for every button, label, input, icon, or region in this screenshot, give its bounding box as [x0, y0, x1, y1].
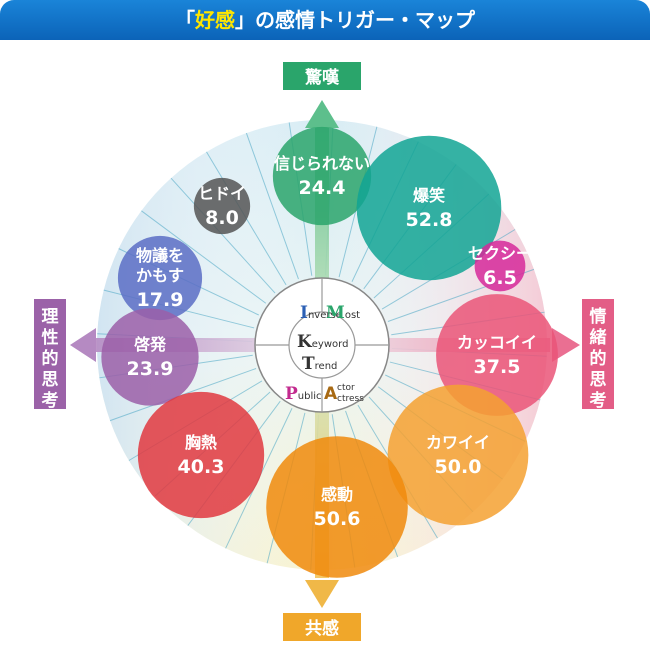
bubble-label: 胸熱	[185, 433, 217, 452]
bottom-axis-box	[283, 613, 361, 641]
logo-most: Most	[326, 303, 360, 323]
bubble-value: 50.6	[314, 508, 361, 530]
right-axis-label: 情緒的思考	[589, 306, 607, 411]
bubble	[387, 384, 529, 526]
bubble-value: 23.9	[127, 358, 174, 380]
bubble-value: 50.0	[435, 456, 482, 478]
logo-trend: Trend	[302, 354, 337, 374]
bubble-value: 37.5	[474, 356, 521, 378]
bubble-value: 6.5	[483, 267, 517, 289]
title-rest: 」の感情トリガー・マップ	[235, 8, 475, 32]
spoke-line	[141, 210, 267, 304]
chart-title: 「好感」の感情トリガー・マップ	[0, 0, 650, 40]
bubble-label: 啓発	[134, 335, 167, 354]
bubble-value: 17.9	[137, 289, 184, 311]
bubble-label: かもす	[136, 266, 184, 285]
bubble-label: カッコイイ	[457, 333, 537, 352]
bubble-label: 信じられない	[274, 154, 370, 173]
title-open: 「	[175, 8, 195, 32]
bubble	[101, 308, 199, 406]
up-arrowhead	[305, 100, 339, 128]
svg-text:理性的思考: 理性的思考	[41, 307, 59, 411]
logo-actress-rest: ctress	[337, 394, 364, 404]
bubble-value: 8.0	[205, 207, 239, 229]
bubble	[137, 391, 265, 519]
logo-public: Public	[285, 384, 322, 404]
bubble-value: 52.8	[406, 209, 453, 231]
svg-text:情緒的思考: 情緒的思考	[589, 306, 607, 411]
right-arrowhead	[552, 328, 580, 362]
top-axis-label: 驚嘆	[305, 67, 340, 88]
bubble-label: 感動	[321, 485, 353, 504]
top-axis-box	[283, 62, 361, 90]
bubble	[474, 240, 526, 292]
spoke-line	[170, 177, 276, 294]
bubble-value: 24.4	[299, 177, 346, 199]
bubble	[117, 235, 203, 321]
bottom-axis-label: 共感	[305, 618, 339, 639]
left-axis-label: 理性的思考	[41, 307, 59, 411]
spoke-line	[245, 132, 299, 280]
logo-keyword: Keyword	[297, 332, 348, 352]
bubble	[266, 436, 408, 578]
bubble	[193, 177, 251, 235]
bubble-label: ヒドイ	[198, 184, 246, 203]
bubble-label: セクシー	[468, 244, 532, 263]
logo-actor-initial: A	[324, 384, 338, 404]
center-logo: Inverse Most Keyword Trend Public A ctor…	[254, 277, 390, 413]
bubble	[272, 126, 372, 226]
left-arrowhead	[70, 328, 96, 362]
title-highlight: 好感	[195, 8, 235, 32]
bubble-label: カワイイ	[426, 433, 490, 452]
logo-inverse: Inverse	[300, 303, 342, 323]
left-axis-box	[34, 299, 66, 409]
bubble-value: 40.3	[178, 456, 225, 478]
bubble-label: 物議を	[136, 246, 184, 265]
right-axis-box	[582, 299, 614, 409]
bubble	[356, 135, 502, 281]
down-arrowhead	[305, 580, 339, 608]
bubble-label: 爆笑	[413, 186, 445, 205]
logo-actor-rest: ctor	[337, 383, 355, 393]
